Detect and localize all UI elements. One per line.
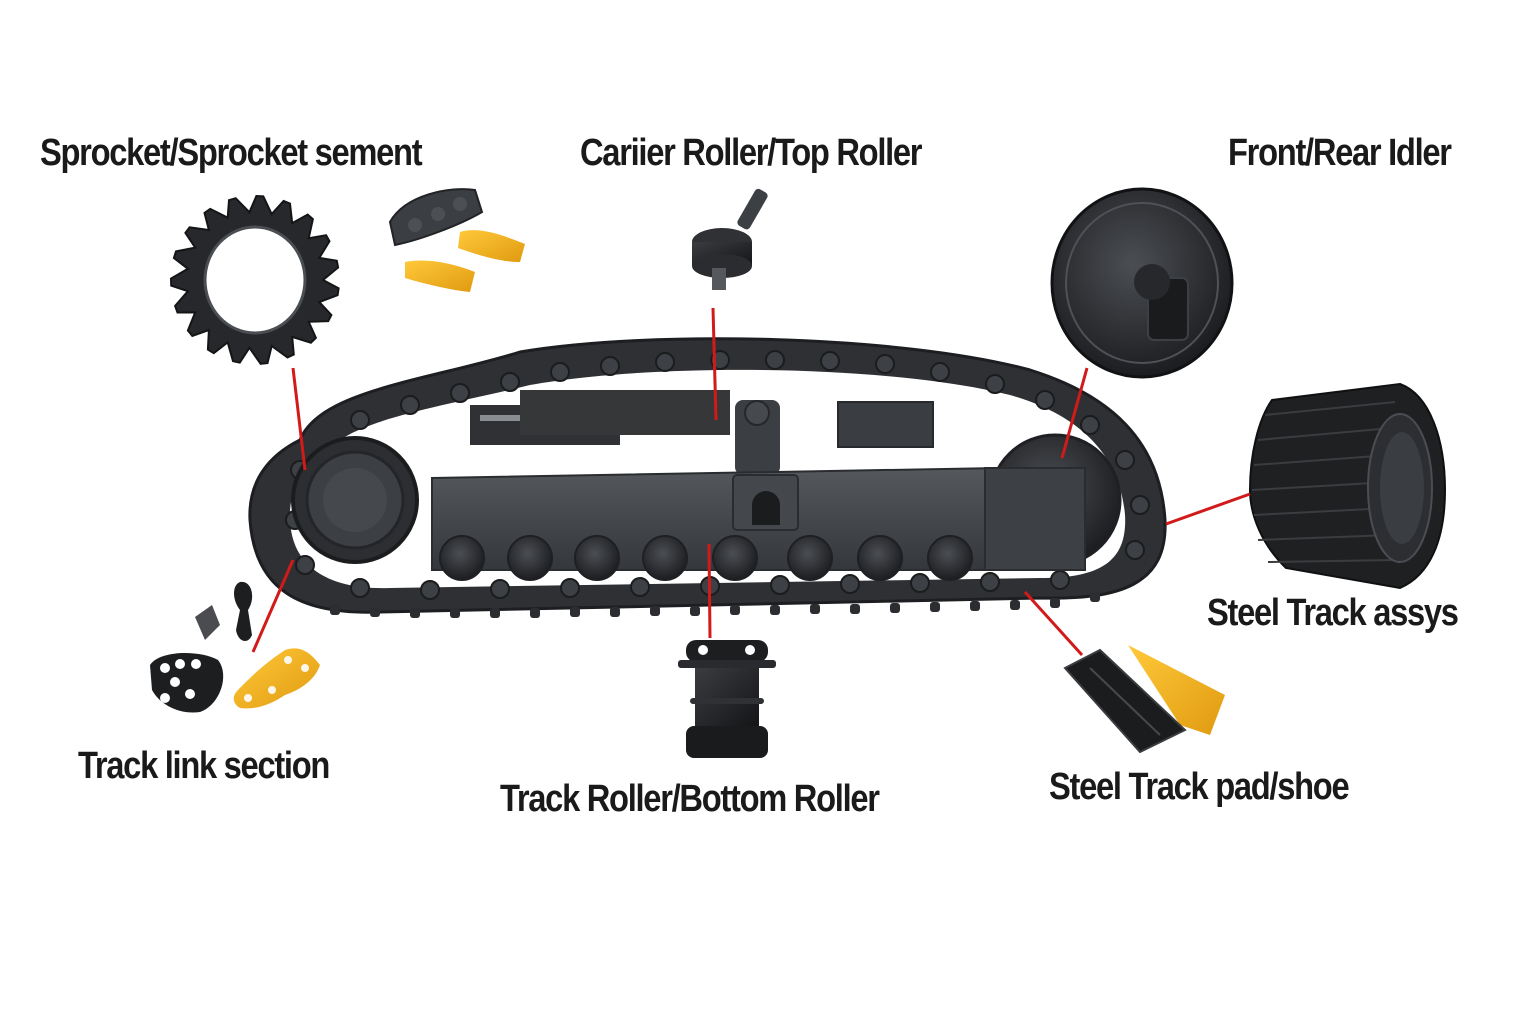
label-track-assy: Steel Track assys <box>1207 592 1459 634</box>
sprocket-bore <box>203 225 307 335</box>
leader-track-link <box>251 559 295 653</box>
leader-idler <box>1060 367 1089 459</box>
sprocket-segment-icon <box>388 188 525 292</box>
bottom-rollers <box>439 535 973 581</box>
track-links <box>285 350 1150 600</box>
track-shoe-icon <box>1063 645 1225 754</box>
undercarriage-icon <box>248 337 1167 618</box>
frame-box <box>837 401 934 448</box>
idler-guard <box>984 467 1086 571</box>
leader-carrier-roller <box>711 307 718 421</box>
label-idler: Front/Rear Idler <box>1228 132 1452 174</box>
label-track-shoe: Steel Track pad/shoe <box>1049 766 1350 808</box>
carrier-roller-icon <box>692 188 768 290</box>
leader-track-shoe <box>1023 590 1084 657</box>
track-assembly-icon <box>1248 382 1447 590</box>
label-carrier-roller: Cariier Roller/Top Roller <box>580 132 923 174</box>
frame-block <box>520 390 730 435</box>
leader-lines <box>251 307 1251 657</box>
inspection-hole <box>752 491 780 525</box>
label-sprocket: Sprocket/Sprocket sement <box>40 132 423 174</box>
final-drive-cover <box>323 468 387 532</box>
leader-sprocket <box>291 367 307 471</box>
label-track-link: Track link section <box>78 745 330 787</box>
idler-icon <box>1050 187 1234 379</box>
carrier-roller-mounted <box>744 400 770 426</box>
label-track-roller: Track Roller/Bottom Roller <box>500 778 880 820</box>
track-grousers <box>330 592 1100 618</box>
leader-track-assy <box>1165 492 1251 526</box>
track-roller-icon <box>678 640 776 758</box>
sprocket-icon <box>169 194 340 365</box>
track-link-icon <box>150 581 320 713</box>
leader-track-roller <box>707 543 712 639</box>
